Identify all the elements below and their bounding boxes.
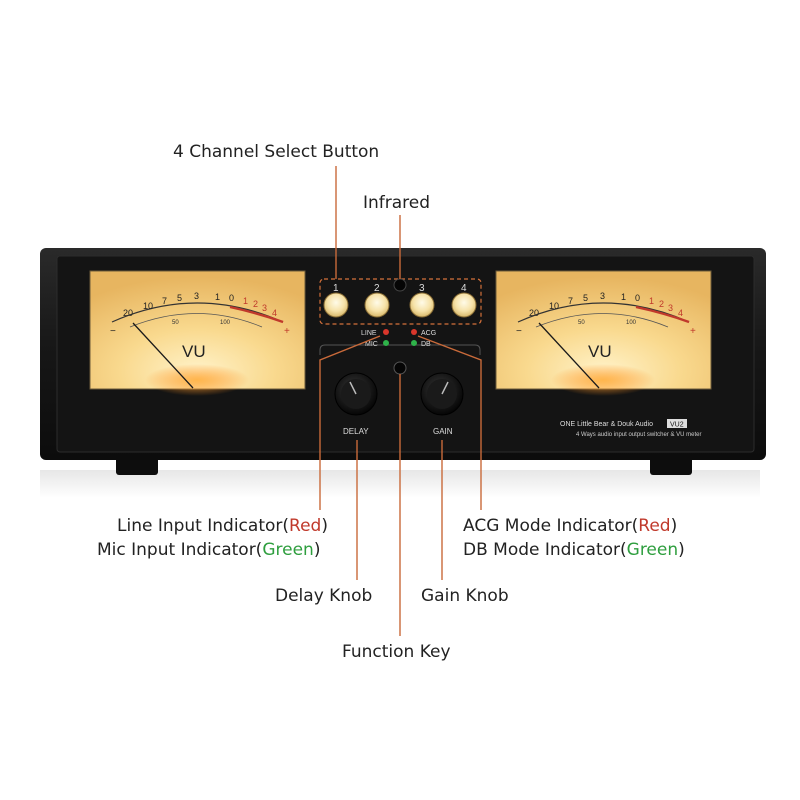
scale-left-1: 1 [215,292,220,302]
channel-button-4[interactable]: 4 [451,283,477,318]
leader-acg-db [417,335,482,510]
scale-right-5: 5 [583,293,588,303]
scale-left-0: 0 [229,293,234,303]
needle-left [132,322,194,389]
callout-gain-knob: Gain Knob [421,586,509,606]
indicator-acg-label: ACG [421,330,436,337]
indicator-db-label: DB [421,341,431,348]
svg-text:2: 2 [374,283,380,294]
scale-right-plus: + [690,326,696,337]
callout-channel-select: 4 Channel Select Button [173,142,380,162]
scale-left-10: 10 [143,301,153,311]
line-input-text: Line Input Indicator( [117,516,290,536]
vu-left-label: VU [182,342,206,361]
mic-input-color: Green [262,540,314,560]
callout-db-mode: DB Mode Indicator(Green) [463,540,685,560]
needle-right [538,322,600,389]
gain-knob[interactable] [420,372,464,416]
indicator-line-label: LINE [361,330,377,337]
scale-left-p2: 2 [253,299,258,309]
db-indicator-led [411,340,417,346]
acg-mode-close: ) [670,516,678,536]
vu-meter-left: 20 10 7 5 3 1 0 1 2 3 4 50 100 − + VU [89,270,306,396]
db-mode-color: Green [626,540,679,560]
scale-left-p4: 4 [272,308,277,318]
scale-left-minus: − [110,326,116,337]
callout-mic-input: Mic Input Indicator(Green) [97,540,320,560]
scale-right-0: 0 [635,293,640,303]
callout-line-input: Line Input Indicator(Red) [117,516,328,536]
brand-line: ONE Little Bear & Douk Audio [560,421,653,428]
callout-function-key: Function Key [342,642,451,662]
scale-left-5: 5 [177,293,182,303]
line-input-close: ) [321,516,328,536]
scale-left-p1: 1 [243,296,248,306]
model-label: VU2 [670,422,684,429]
scale-right-p2: 2 [659,299,664,309]
acg-mode-text: ACG Mode Indicator( [463,516,639,536]
scale-right-1: 1 [621,292,626,302]
mic-input-text: Mic Input Indicator( [97,540,263,560]
scale-right-p4: 4 [678,308,683,318]
scale-right-p3: 3 [668,303,673,313]
scale-left-100: 100 [220,320,231,326]
indicator-mic-label: MIC [365,341,378,348]
mic-input-close: ) [313,540,321,560]
scale-left-plus: + [284,326,290,337]
channel-button-1[interactable]: 1 [323,283,349,318]
callout-delay-knob: Delay Knob [275,586,373,606]
button-group-frame [319,278,482,325]
acg-mode-color: Red [638,516,671,536]
svg-text:3: 3 [419,283,425,294]
scale-right-7: 7 [568,296,573,306]
scale-right-50: 50 [578,320,585,326]
acg-indicator-led [411,329,417,335]
svg-text:1: 1 [333,283,339,294]
scale-right-minus: − [516,326,522,337]
infrared-sensor [393,278,407,292]
scale-right-10: 10 [549,301,559,311]
scale-left-3: 3 [194,291,199,301]
scale-right-100: 100 [626,320,637,326]
line-input-color: Red [289,516,322,536]
vu-right-label: VU [588,342,612,361]
scale-right-p1: 1 [649,296,654,306]
db-mode-text: DB Mode Indicator( [463,540,627,560]
delay-knob[interactable] [334,372,378,416]
scale-left-7: 7 [162,296,167,306]
tagline: 4 Ways audio input output switcher & VU … [576,432,702,438]
channel-button-2[interactable]: 2 [364,283,390,318]
db-mode-close: ) [678,540,685,560]
scale-left-p3: 3 [262,303,267,313]
svg-text:4: 4 [461,283,467,294]
channel-button-3[interactable]: 3 [409,283,435,318]
scale-right-20: 20 [529,308,539,318]
gain-knob-label: GAIN [433,427,453,436]
mic-indicator-led [383,340,389,346]
indicator-frame [319,344,481,355]
vu-meter-right: 20 10 7 5 3 1 0 1 2 3 4 50 100 − + VU [495,270,712,396]
function-key-button[interactable] [393,361,407,375]
scale-left-50: 50 [172,320,179,326]
scale-left-20: 20 [123,308,133,318]
model-badge [667,419,687,428]
leader-line-mic [319,335,381,510]
line-indicator-led [383,329,389,335]
callout-acg-mode: ACG Mode Indicator(Red) [463,516,677,536]
delay-knob-label: DELAY [343,427,369,436]
callout-infrared: Infrared [363,193,431,213]
scale-right-3: 3 [600,291,605,301]
